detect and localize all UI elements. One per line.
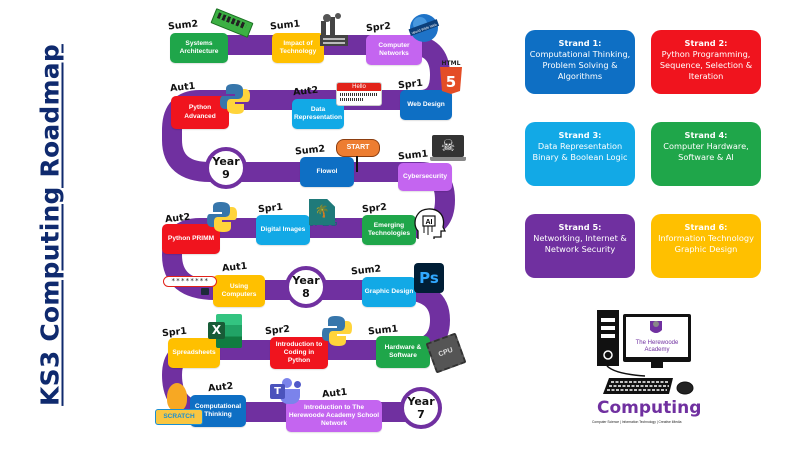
stop-emerging-technologies[interactable]: Emerging Technologies <box>362 215 416 245</box>
stop-spreadsheets[interactable]: Spreadsheets <box>168 338 220 368</box>
strand-5-card: Strand 5:Networking, Internet & Network … <box>525 214 635 278</box>
factory-icon <box>320 13 348 46</box>
flow-arrow-icon <box>356 156 358 172</box>
strand-6-card: Strand 6:Information Technology Graphic … <box>651 214 761 278</box>
python-icon <box>207 202 237 232</box>
stop-python-primm[interactable]: Python PRIMM <box>162 224 220 254</box>
stop-introduction-to-herewoode-network[interactable]: Introduction to The Herewoode Academy Sc… <box>286 400 382 432</box>
flowchart-start-icon: START <box>336 139 380 157</box>
stop-data-representation[interactable]: Data Representation <box>292 99 344 129</box>
python-icon <box>322 316 352 346</box>
stop-web-design[interactable]: Web Design <box>400 90 452 120</box>
stop-systems-architecture[interactable]: Systems Architecture <box>170 33 228 63</box>
stop-hardware-and-software[interactable]: Hardware & Software <box>376 336 430 368</box>
strand-2-card: Strand 2:Python Programming, Sequence, S… <box>651 30 761 94</box>
html5-icon: HTML 5 <box>438 60 464 99</box>
computer-logo-icon: The Herewoode Academy <box>597 310 694 395</box>
computing-logo-text: Computing <box>597 398 702 418</box>
stop-flowol[interactable]: Flowol <box>300 157 354 187</box>
svg-text:5: 5 <box>446 73 456 91</box>
stop-python-advanced[interactable]: Python Advanced <box>171 96 229 129</box>
stop-digital-images[interactable]: Digital Images <box>256 215 310 245</box>
svg-text:The Herewoode: The Herewoode <box>636 340 679 346</box>
globe-icon: World Wide Web <box>408 14 440 42</box>
excel-icon: X <box>208 314 244 348</box>
stop-using-computers[interactable]: Using Computers <box>213 275 265 307</box>
strand-1-card: Strand 1:Computational Thinking, Problem… <box>525 30 635 94</box>
teams-icon: T <box>268 378 302 404</box>
password-lock-icon: ******** <box>163 276 217 295</box>
jpeg-file-icon: 🌴 JPEG <box>309 199 339 235</box>
stop-graphic-design[interactable]: Graphic Design <box>362 277 416 307</box>
photoshop-icon: Ps <box>414 263 444 293</box>
stop-impact-of-technology[interactable]: Impact of Technology <box>272 33 324 63</box>
computing-logo-subtitle: Computer Science | Information Technolog… <box>592 420 682 424</box>
strand-4-card: Strand 4:Computer Hardware, Software & A… <box>651 122 761 186</box>
svg-text:Academy: Academy <box>644 347 669 353</box>
name-badge-icon: Hello <box>336 82 382 106</box>
strand-3-card: Strand 3:Data Representation Binary & Bo… <box>525 122 635 186</box>
python-icon <box>220 84 250 114</box>
scratch-icon: SCRATCH <box>155 383 203 429</box>
svg-text:AI: AI <box>426 219 433 226</box>
stop-introduction-to-coding-in-python[interactable]: Introduction to Coding in Python <box>270 337 328 369</box>
hacked-laptop-icon: ☠ <box>430 135 466 163</box>
ai-head-icon: AI <box>414 208 446 239</box>
stop-computer-networks[interactable]: Computer Networks <box>366 35 422 65</box>
stop-cybersecurity[interactable]: Cybersecurity <box>398 163 452 191</box>
